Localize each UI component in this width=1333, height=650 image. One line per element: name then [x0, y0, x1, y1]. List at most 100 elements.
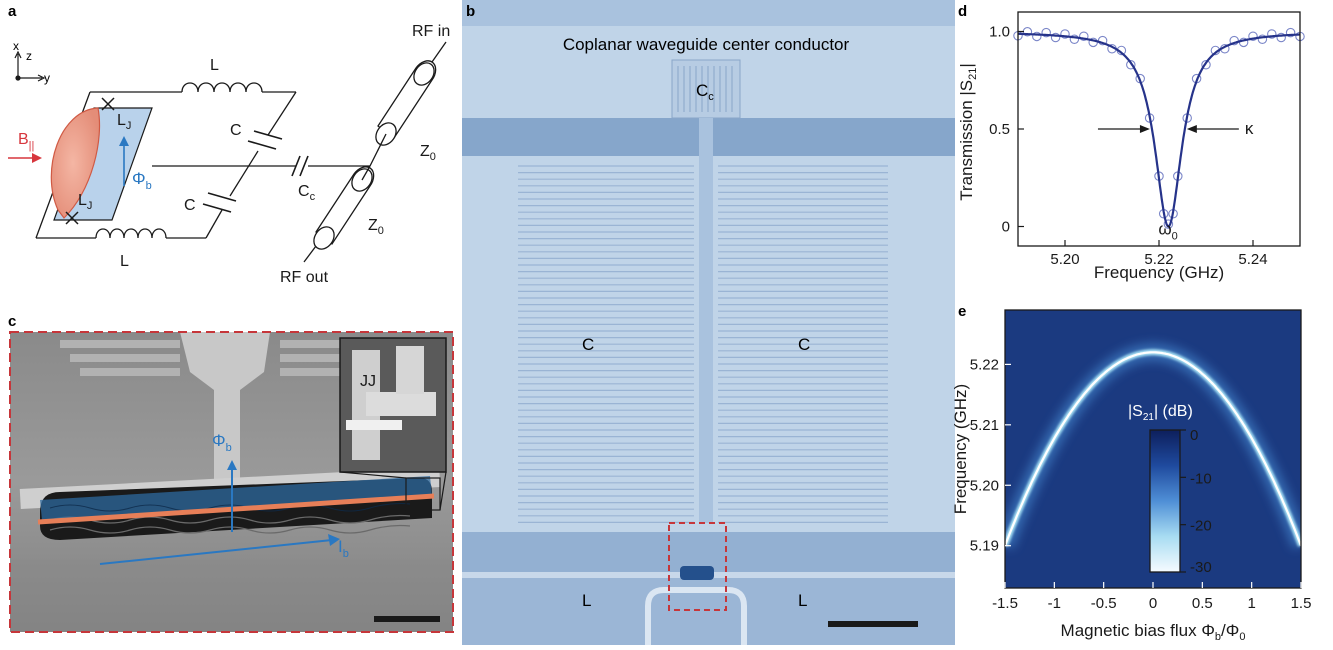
data-point [1248, 31, 1258, 42]
cpw-title: Coplanar waveguide center conductor [563, 35, 850, 54]
sem-flux-label: Φb [212, 431, 232, 454]
colorbar-tick-label: 0 [1190, 427, 1198, 444]
axis-y-label: y [44, 71, 50, 85]
y-tick-label: 5.21 [970, 417, 999, 434]
x-tick-label: 5.22 [1144, 251, 1173, 268]
fit-line [1018, 32, 1300, 228]
flux-label: Φb [132, 169, 152, 192]
jj-cross-bottom [65, 211, 79, 225]
rf-out-label: RF out [280, 269, 329, 286]
rf-in-label: RF in [412, 23, 450, 40]
inductor-bottom-icon [95, 228, 167, 239]
x-tick-label: 0 [1149, 595, 1157, 612]
x-tick-label: 1.5 [1291, 595, 1312, 612]
data-point [1126, 60, 1136, 70]
coax-in-icon [375, 60, 437, 146]
data-point [1285, 27, 1296, 38]
lj-top-label: LJ [117, 112, 131, 132]
panel-a-circuit: a x z y [8, 3, 450, 286]
e-ylabel: Frequency (GHz) [951, 384, 970, 514]
colorbar-tick-label: -10 [1190, 470, 1212, 487]
y-tick-label: 1.0 [989, 24, 1010, 41]
ground-strip-bottom [462, 532, 955, 572]
data-point [1267, 29, 1277, 39]
data-point [1050, 32, 1061, 43]
data-point [1276, 32, 1286, 43]
x-tick-label: -1.5 [992, 595, 1018, 612]
lj-bottom-label: LJ [78, 192, 92, 212]
y-tick-label: 5.19 [970, 538, 999, 555]
z0-bottom-label: Z0 [368, 217, 384, 237]
jj-inset: JJ [339, 337, 447, 473]
inductor-top-icon [181, 82, 263, 93]
l-bottom-label: L [120, 253, 129, 270]
cc-fingers [677, 66, 733, 112]
capacitor-fingers [518, 165, 888, 524]
l-right-label: L [798, 591, 807, 610]
jj-cross-top [101, 97, 115, 111]
colorbar-tick-label: -30 [1190, 559, 1212, 576]
coax-out-icon [313, 166, 375, 250]
jj-label: JJ [360, 373, 376, 390]
coordinate-axes [14, 50, 46, 82]
z0-top-label: Z0 [420, 143, 436, 163]
b-field-arrow [8, 153, 42, 163]
sem-flux-arrow [227, 460, 237, 532]
scale-bar-c [374, 616, 440, 622]
center-line [699, 118, 713, 523]
y-tick-label: 5.22 [970, 356, 999, 373]
y-tick-label: 5.20 [970, 477, 999, 494]
c-top-label: C [230, 122, 242, 139]
panel-d-label: d [958, 3, 967, 20]
ib-label: Ib [338, 537, 349, 560]
l-top-label: L [210, 57, 219, 74]
cc-chip-label: Cc [696, 81, 714, 103]
x-tick-label: 1 [1247, 595, 1255, 612]
data-point [1041, 27, 1051, 38]
flux-lobe [50, 107, 101, 219]
x-tick-label: -0.5 [1091, 595, 1117, 612]
squid-element [680, 566, 714, 580]
b-field-label: B|| [18, 131, 34, 152]
cc-label: Cc [298, 183, 316, 203]
data-point [1060, 29, 1070, 39]
capacitor-bottom-icon [202, 192, 237, 213]
data-point [1069, 34, 1080, 44]
data-point [1201, 60, 1211, 70]
l-left-label: L [582, 591, 591, 610]
x-tick-label: -1 [1048, 595, 1061, 612]
y-tick-label: 0 [1002, 219, 1010, 236]
c-bottom-label: C [184, 197, 196, 214]
flux-arrow [119, 136, 129, 186]
axis-x-label: x [13, 39, 19, 53]
panel-b-chip: b Coplanar waveguide center conductor Cc… [462, 0, 955, 645]
colorbar-label: |S21| (dB) [1128, 403, 1193, 423]
plot-d-frame [1017, 11, 1301, 247]
e-xlabel: Magnetic bias flux Φb/Φ0 [1061, 621, 1246, 643]
panel-e-label: e [958, 303, 966, 320]
e-ticks: -1.5 -1 -0.5 0 0.5 1 1.5 5.19 5.20 5.21 5.22 [970, 356, 1312, 612]
ib-arrow [99, 534, 340, 565]
panel-e-heatmap: e 0-10-20-30 |S21| (dB) Frequency (GHz) … [951, 303, 1302, 643]
zoom-box [668, 522, 727, 611]
data-point [1032, 31, 1042, 42]
c-left-label: C [582, 335, 594, 354]
omega-label: ω0 [1158, 220, 1177, 243]
panel-c-border [9, 331, 454, 633]
circuit-wires [35, 91, 370, 239]
colorbar [1149, 429, 1181, 573]
sem-blue-region [40, 476, 432, 520]
coupling-capacitor-icon [291, 155, 309, 177]
x-tick-label: 5.20 [1050, 251, 1079, 268]
x-tick-label: 0.5 [1192, 595, 1213, 612]
d-xlabel: Frequency (GHz) [1094, 263, 1224, 282]
panel-c-label: c [8, 313, 16, 330]
cpw-strip [462, 0, 955, 26]
kappa-label: κ [1245, 119, 1254, 138]
resonance-curve [1005, 351, 1301, 547]
data-point [1079, 31, 1089, 42]
panel-c-sem: c [8, 313, 454, 633]
sem-center-pad [180, 332, 270, 480]
d-ylabel: Transmission |S21| [957, 63, 979, 201]
